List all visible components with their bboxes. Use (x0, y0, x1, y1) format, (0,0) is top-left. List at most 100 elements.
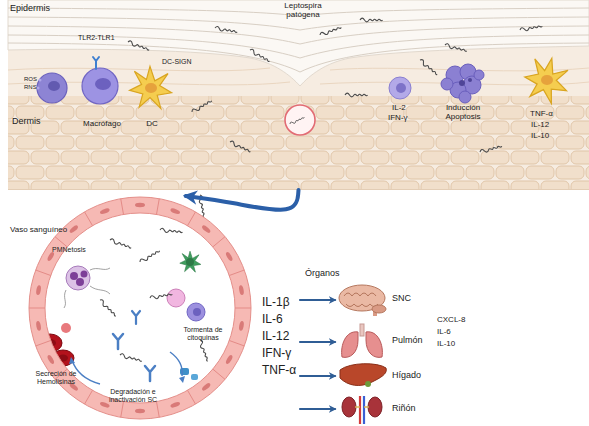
brain-icon (372, 305, 386, 313)
apoptotic-cell (459, 80, 465, 86)
cytokine-label: IL-6 (262, 313, 283, 326)
flow-arrow (300, 341, 335, 343)
endothelial-nucleus (99, 401, 110, 409)
endothelial-nucleus (69, 224, 79, 234)
macrophage-node: Macrófago (80, 66, 124, 132)
endothelial-cell-border (36, 270, 51, 275)
lung-icon (342, 324, 383, 357)
leptospira-bacteria (249, 48, 270, 62)
vessel-content (179, 376, 185, 383)
apoptotic-cell (459, 91, 471, 103)
annotation-label: RNS (24, 84, 37, 91)
endothelial-cell-border (85, 212, 93, 226)
macrophage-cell (93, 57, 99, 69)
endothelial-cell-border (85, 390, 93, 404)
node-label: Epidermis (10, 3, 50, 13)
vessel-content (70, 272, 78, 280)
dendritic-cell (520, 53, 574, 107)
liver-icon (365, 381, 371, 387)
cytokine-label: IFN-γ (262, 347, 291, 360)
annotation-label: ROS (24, 76, 37, 83)
vessel-content (113, 334, 123, 349)
organ-node: Pulmón (335, 322, 430, 362)
vessel-content (145, 366, 155, 381)
annotation-label: DC-SIGN (162, 58, 192, 66)
leptospira-bacteria (127, 40, 149, 51)
annotation-label: Degradación e inactivación SC (92, 388, 174, 404)
endothelial-cell-border (229, 270, 244, 275)
cytokine-label: TNF-α (262, 364, 296, 377)
endothelial-nucleus (170, 207, 181, 215)
macrophage-cell (95, 78, 111, 90)
vessel-content (180, 251, 201, 272)
dendritic-cell (541, 75, 553, 85)
endothelial-cell-border (29, 308, 45, 309)
liver-icon (340, 364, 386, 386)
endothelial-nucleus (238, 285, 244, 296)
endothelial-nucleus (36, 285, 42, 296)
vessel-content (66, 266, 90, 290)
endothelial-cell-border (121, 199, 124, 215)
neutrophil-cell (39, 79, 42, 82)
lung-icon (360, 324, 364, 336)
apoptotic-cell (441, 64, 484, 103)
neutrophil-cell (37, 73, 68, 103)
vessel-content (81, 271, 88, 278)
node-label: Hígado (392, 370, 421, 380)
endothelial-nucleus (170, 401, 181, 409)
leptospira-bacteria (360, 18, 383, 22)
macrophage-cell (82, 68, 118, 104)
flow-arrow (300, 299, 335, 301)
cytokine-label: CXCL-8 (437, 316, 465, 325)
annotation-label: IL-12 (531, 121, 549, 130)
node-label: Macrófago (76, 120, 128, 129)
leptospira-bacteria (419, 59, 439, 76)
lymphocyte-cell (389, 77, 411, 99)
annotation-label: IL-10 (531, 132, 549, 141)
vessel-content (198, 339, 209, 361)
endothelial-cell-border (213, 369, 225, 379)
apoptotic-cell (474, 70, 484, 80)
leptospira-bacteria (345, 93, 368, 97)
annotation-label: Leptospira patógena (276, 2, 330, 20)
endothelial-nucleus (225, 354, 234, 365)
cytokine-label: IL-10 (437, 340, 455, 349)
vessel-content (109, 238, 131, 249)
endothelial-cell-border (188, 390, 196, 404)
annotation-label: Secreción de Hemolisinas (26, 370, 86, 386)
vessel-content (193, 308, 201, 316)
endothelial-nucleus (36, 321, 42, 332)
endothelial-nucleus (46, 354, 55, 365)
leptospira-bacteria (127, 18, 542, 154)
skin-band (8, 0, 589, 190)
leptospira-bacteria (445, 43, 468, 52)
organ-node: Hígado (335, 362, 430, 390)
kidney-icon (342, 397, 356, 417)
endothelial-cell-border (156, 402, 159, 418)
cytokine-label: IL-12 (262, 330, 289, 343)
vessel-outline (28, 196, 300, 420)
skin-band (8, 0, 589, 190)
vessel-content (187, 303, 205, 321)
neutrophil-cell (48, 81, 60, 91)
endothelial-cell-border (36, 340, 51, 345)
neutrophil-cell (37, 73, 67, 103)
apoptotic-cell (468, 78, 472, 82)
apoptotic-cell (441, 78, 453, 90)
leptospira-bacteria (520, 24, 543, 32)
lung-icon (342, 332, 358, 358)
organ-node: SNC (335, 284, 425, 316)
endothelial-cell-border (121, 402, 124, 418)
dendritic-cell (520, 53, 574, 107)
node-label: Riñón (392, 403, 416, 413)
annotation-label: IFN-γ (388, 114, 408, 123)
kidney-icon (355, 406, 369, 408)
dendritic-cell (130, 66, 172, 108)
vessel-content (69, 357, 75, 364)
leptospira-bacteria (229, 140, 251, 153)
organ-node: Riñón (335, 394, 430, 424)
annotation-label: TLR2-TLR1 (78, 34, 115, 42)
annotation-label: PMNetosis (52, 246, 86, 254)
endothelial-nucleus (225, 251, 234, 262)
